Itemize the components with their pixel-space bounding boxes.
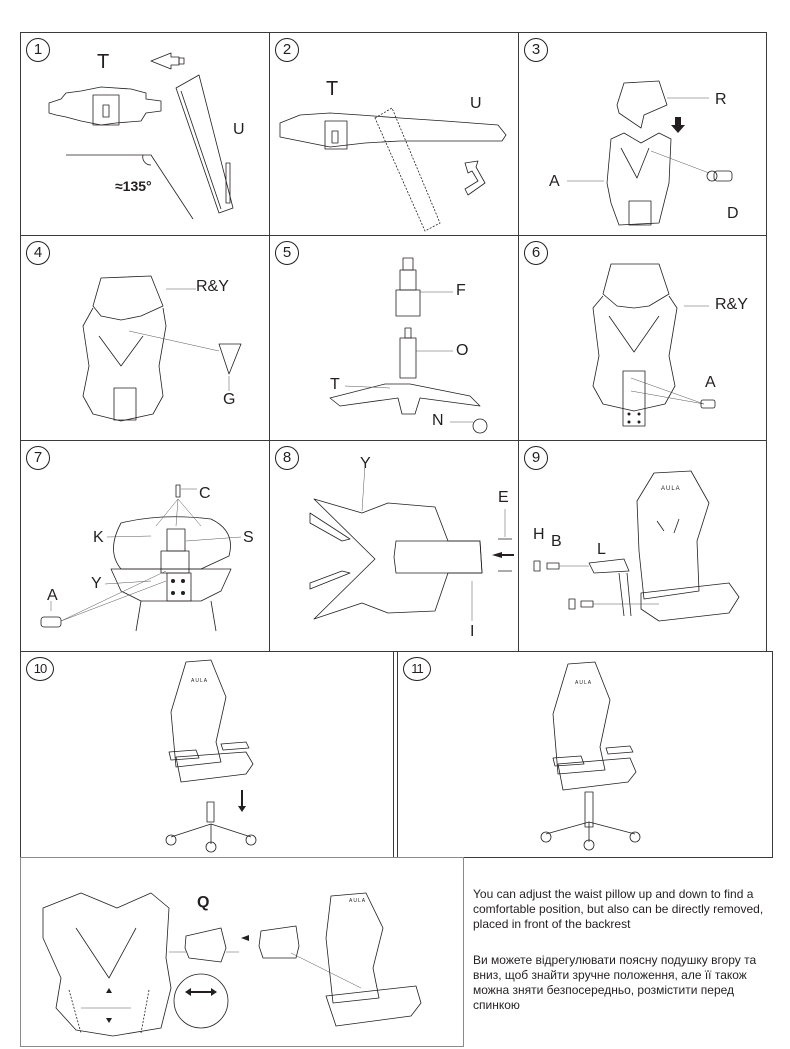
step-number: 10: [26, 657, 54, 681]
brand-logo: AULA: [349, 898, 367, 904]
step-8-panel: 8 Y E I: [269, 440, 519, 652]
part-label-a: A: [705, 374, 716, 391]
brand-logo: AULA: [575, 680, 593, 686]
step-number: 11: [403, 657, 431, 681]
part-label-h: H: [533, 526, 545, 543]
step-6-drawing: [592, 263, 716, 427]
part-label-e: E: [498, 489, 509, 506]
part-label-r: R: [715, 91, 727, 108]
step-number: 5: [275, 241, 299, 265]
part-label-t: T: [330, 376, 340, 393]
step-4-drawing: [82, 275, 242, 422]
brand-logo: AULA: [191, 678, 209, 684]
step-10-panel: 10 AULA: [20, 651, 394, 858]
part-label-t: T: [326, 78, 339, 100]
angle-label: ≈135°: [115, 178, 152, 194]
step-number: 6: [524, 241, 548, 265]
step-number: 3: [524, 38, 548, 62]
step-3-drawing: [567, 80, 733, 226]
step-number: 1: [26, 38, 50, 62]
part-label-g: G: [223, 391, 236, 408]
part-label-i: I: [470, 623, 475, 640]
step-number: 4: [26, 241, 50, 265]
step-2-drawing: [279, 107, 507, 232]
step-5-drawing: [329, 257, 488, 434]
part-label-u: U: [233, 121, 245, 138]
step-6-panel: 6 R&Y A: [518, 235, 767, 441]
step-7-panel: 7 C K S Y A: [20, 440, 270, 652]
part-label-y: Y: [360, 455, 371, 472]
part-label-ry: R&Y: [196, 278, 229, 295]
step-number: 8: [275, 446, 299, 470]
step-number: 9: [524, 446, 548, 470]
part-label-k: K: [93, 529, 104, 546]
step-1-drawing: [48, 52, 234, 220]
part-label-s: S: [243, 529, 254, 546]
part-label-t: T: [97, 51, 110, 73]
lumbar-note-english: You can adjust the waist pillow up and d…: [473, 887, 764, 931]
step-number: 7: [26, 446, 50, 470]
part-label-d: D: [727, 205, 739, 222]
lumbar-note-ukrainian: Ви можете відрегулювати поясну подушку в…: [473, 953, 757, 1012]
step-11-panel: 11 AULA: [397, 651, 773, 858]
step-10-drawing: [165, 659, 257, 853]
step-4-panel: 4 R&Y G: [20, 235, 270, 441]
part-label-c: C: [199, 485, 211, 502]
part-label-ry: R&Y: [715, 296, 748, 313]
step-1-panel: 1 T U ≈135°: [20, 32, 270, 236]
step-number: 2: [275, 38, 299, 62]
part-label-o: O: [456, 342, 469, 359]
step-11-drawing: [540, 661, 641, 851]
step-2-panel: 2 T U: [269, 32, 519, 236]
step-5-panel: 5 F O T N: [269, 235, 519, 441]
part-label-b: B: [551, 533, 562, 550]
part-label-a: A: [549, 173, 560, 190]
brand-logo: AULA: [661, 486, 681, 492]
part-label-q: Q: [197, 894, 210, 911]
part-label-a: A: [47, 587, 58, 604]
part-label-y: Y: [91, 575, 102, 592]
part-label-n: N: [432, 412, 444, 429]
step-9-drawing: [533, 470, 740, 622]
part-label-l: L: [597, 541, 606, 558]
lumbar-pillow-panel: Q AULA: [20, 857, 464, 1047]
step-9-panel: 9 H B L AULA: [518, 440, 767, 652]
step-8-drawing: [309, 464, 514, 621]
part-label-u: U: [470, 95, 482, 112]
part-label-f: F: [456, 282, 466, 299]
step-3-panel: 3 R A D: [518, 32, 767, 236]
lumbar-pillow-drawing: [42, 892, 422, 1037]
step-7-drawing: [40, 484, 242, 632]
